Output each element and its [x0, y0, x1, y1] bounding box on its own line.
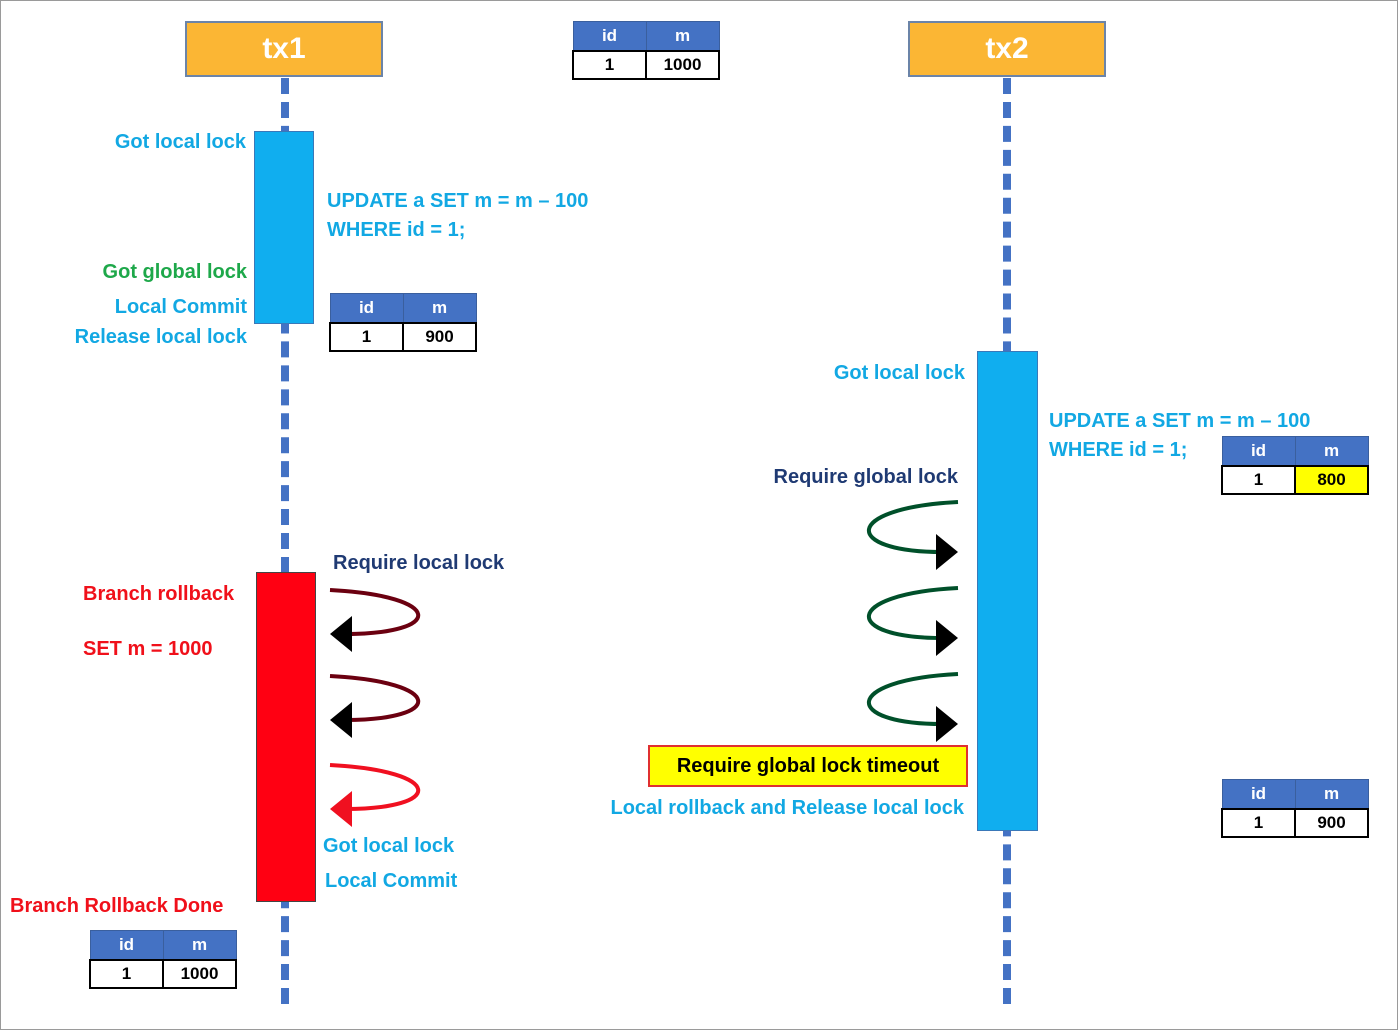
table-cell-id: 1	[572, 50, 647, 80]
table-tx2-final: id m 1 900	[1221, 779, 1369, 838]
tx1-rollback-bar	[256, 572, 316, 902]
tx1-branch-rollback-done-label: Branch Rollback Done	[10, 895, 224, 917]
table-header-id: id	[1221, 779, 1296, 810]
tx1-retry-arrowhead-1	[330, 616, 352, 652]
table-tx2-update: id m 1 800	[1221, 436, 1369, 495]
table-cell-id: 1	[89, 959, 164, 989]
tx1-branch-rollback-label: Branch rollback	[83, 583, 235, 605]
tx1-got-local-lock-2-label: Got local lock	[323, 835, 455, 857]
table-cell-m: 900	[402, 322, 477, 352]
tx2-active-bar	[977, 351, 1038, 831]
tx1-local-commit-label: Local Commit	[114, 296, 247, 318]
table-cell-m-highlighted: 800	[1294, 465, 1369, 495]
table-cell-m: 1000	[162, 959, 237, 989]
tx1-release-local-lock-label: Release local lock	[74, 326, 247, 348]
tx1-update-line1: UPDATE a SET m = m – 100	[327, 190, 589, 212]
table-header-m: m	[1294, 436, 1369, 467]
tx1-set-m-label: SET m = 1000	[83, 638, 213, 660]
tx1-update-line2: WHERE id = 1;	[327, 219, 466, 241]
tx1-require-local-lock-label: Require local lock	[333, 552, 505, 574]
tx1-retry-arrow-3	[329, 763, 421, 811]
tx2-require-global-lock-label: Require global lock	[773, 466, 958, 488]
tx2-update-line1: UPDATE a SET m = m – 100	[1049, 410, 1311, 432]
tx2-retry-arrowhead-2	[936, 620, 958, 656]
tx2-update-line2: WHERE id = 1;	[1049, 439, 1188, 461]
tx1-local-commit-2-label: Local Commit	[325, 870, 458, 892]
tx2-box: tx2	[908, 21, 1106, 77]
tx2-got-local-lock-label: Got local lock	[833, 362, 965, 384]
tx1-active-bar	[254, 131, 314, 324]
tx1-lifeline	[281, 78, 289, 1004]
tx2-retry-arrow-1	[866, 500, 959, 554]
tx1-retry-arrowhead-3	[330, 791, 352, 827]
table-cell-id: 1	[329, 322, 404, 352]
tx2-local-rollback-label: Local rollback and Release local lock	[610, 797, 965, 819]
table-header-m: m	[645, 21, 720, 52]
table-cell-m: 900	[1294, 808, 1369, 838]
table-header-m: m	[162, 930, 237, 961]
tx2-retry-arrow-2	[866, 586, 959, 640]
table-cell-id: 1	[1221, 465, 1296, 495]
tx2-retry-arrowhead-1	[936, 534, 958, 570]
table-header-m: m	[402, 293, 477, 324]
tx1-box: tx1	[185, 21, 383, 77]
table-cell-m: 1000	[645, 50, 720, 80]
table-after-tx1-commit: id m 1 900	[329, 293, 477, 352]
tx1-retry-arrowhead-2	[330, 702, 352, 738]
table-header-m: m	[1294, 779, 1369, 810]
table-cell-id: 1	[1221, 808, 1296, 838]
tx1-got-local-lock-label: Got local lock	[114, 131, 246, 153]
tx2-retry-arrow-3	[866, 672, 959, 726]
table-initial: id m 1 1000	[572, 21, 720, 80]
tx1-got-global-lock-label: Got global lock	[102, 261, 247, 283]
tx2-require-global-lock-timeout-label: Require global lock timeout	[648, 745, 968, 787]
tx1-retry-arrow-1	[329, 588, 421, 636]
tx1-retry-arrow-2	[329, 674, 421, 722]
tx2-retry-arrowhead-3	[936, 706, 958, 742]
table-rollback-done: id m 1 1000	[89, 930, 237, 989]
table-header-id: id	[89, 930, 164, 961]
